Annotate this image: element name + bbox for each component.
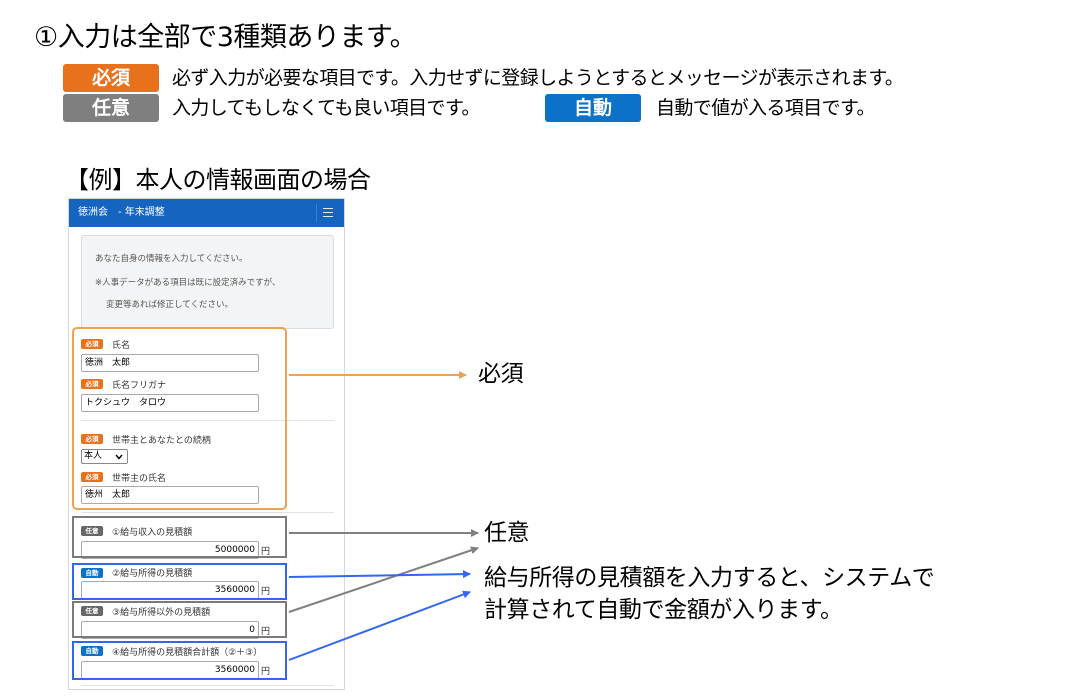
auto-arrow <box>288 570 471 579</box>
income3-input[interactable]: 0 <box>81 621 259 639</box>
auto-badge: 自動 <box>81 646 103 656</box>
required-highlight-frame <box>72 327 287 510</box>
required-legend-text: 必ず入力が必要な項目です。入力せずに登録しようとするとメッセージが表示されます。 <box>172 67 904 89</box>
income1-label: ①給与収入の見積額 <box>112 528 193 538</box>
optional-badge: 任意 <box>81 526 103 536</box>
yen-unit: 円 <box>261 547 271 557</box>
income2-label: ②給与所得の見積額 <box>112 569 193 579</box>
optional-highlight-frame <box>72 516 287 558</box>
optional-highlight-frame <box>72 601 287 638</box>
optional-badge: 任意 <box>81 606 103 616</box>
name-input[interactable]: 徳洲 太郎 <box>81 354 259 372</box>
auto-legend-text: 自動で値が入る項目です。 <box>656 97 876 119</box>
head-name-label: 世帯主の氏名 <box>112 474 167 484</box>
income4-label: ④給与所得の見積額合計額（②＋③） <box>112 648 263 658</box>
auto-highlight-frame <box>72 563 287 600</box>
app-header-title: 徳洲会 - 年末調整 <box>78 207 165 218</box>
hamburger-icon[interactable] <box>316 204 338 222</box>
yen-unit: 円 <box>261 627 271 637</box>
relation-select[interactable]: 本人 <box>81 449 128 464</box>
yen-unit: 円 <box>261 667 271 677</box>
required-annotation: 必須 <box>478 361 524 387</box>
divider <box>81 512 334 513</box>
required-legend-badge: 必須 <box>63 64 159 92</box>
income1-input[interactable]: 5000000 <box>81 541 259 559</box>
auto-arrow <box>288 590 471 661</box>
name-label: 氏名 <box>112 341 131 351</box>
yen-unit: 円 <box>261 587 271 597</box>
required-badge: 必須 <box>81 472 103 482</box>
required-badge: 必須 <box>81 379 103 389</box>
required-badge: 必須 <box>81 339 103 349</box>
auto-annotation-line1: 給与所得の見積額を入力すると、システムで <box>484 565 935 591</box>
kana-label: 氏名フリガナ <box>112 381 167 391</box>
relation-label: 世帯主とあなたとの続柄 <box>112 436 211 446</box>
optional-legend-text: 入力してもしなくても良い項目です。 <box>172 97 480 119</box>
optional-arrow <box>288 546 479 613</box>
info-line: ※人事データがある項目は既に設定済みですが、 <box>95 278 281 288</box>
auto-highlight-frame <box>72 641 287 680</box>
head-name-input[interactable]: 徳州 太郎 <box>81 486 259 504</box>
example-title: 【例】本人の情報画面の場合 <box>65 166 371 194</box>
chevron-down-icon <box>115 454 123 460</box>
relation-select-value: 本人 <box>84 451 103 461</box>
app-header: 徳洲会 - 年末調整 <box>69 199 344 227</box>
kana-input[interactable]: トクシュウ タロウ <box>81 394 259 412</box>
auto-annotation-line2: 計算されて自動で金額が入ります。 <box>484 597 843 623</box>
info-line: 変更等あれば修正してください。 <box>106 300 233 310</box>
divider <box>81 685 334 686</box>
slide-title: ①入力は全部で3種類あります。 <box>34 22 417 53</box>
divider <box>81 420 334 421</box>
income3-label: ③給与所得以外の見積額 <box>112 608 211 618</box>
required-badge: 必須 <box>81 434 103 444</box>
optional-annotation: 任意 <box>484 520 530 546</box>
auto-legend-badge: 自動 <box>545 94 641 122</box>
optional-legend-badge: 任意 <box>63 94 159 122</box>
auto-badge: 自動 <box>81 568 103 578</box>
info-line: あなた自身の情報を入力してください。 <box>95 254 248 264</box>
